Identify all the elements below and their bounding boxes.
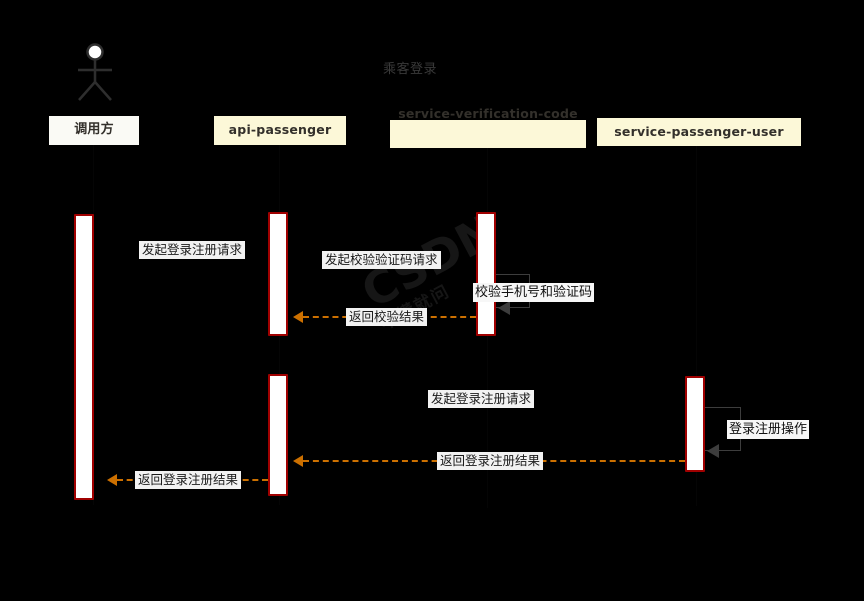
message-arrowhead-m7 (293, 455, 303, 467)
participant-service-verification-code[interactable]: service-verification-code (390, 106, 586, 148)
participant-service-verification-code-label: service-verification-code (398, 106, 578, 121)
lifeline-service-passenger-user (696, 146, 697, 506)
message-label-m4: 返回校验结果 (346, 308, 428, 326)
diagram-title: 乘客登录 (382, 62, 437, 77)
message-label-m1: 发起登录注册请求 (139, 241, 246, 259)
participant-service-passenger-user[interactable]: service-passenger-user (597, 118, 801, 146)
message-label-m2: 发起校验验证码请求 (322, 251, 441, 269)
activation-api-passenger-2 (268, 374, 288, 496)
activation-api-passenger-1 (268, 212, 288, 336)
message-arrowhead-m8 (107, 474, 117, 486)
message-label-m5: 发起登录注册请求 (428, 390, 535, 408)
activation-service-verification-code (476, 212, 496, 336)
message-label-m8: 返回登录注册结果 (135, 471, 242, 489)
activation-service-passenger-user (685, 376, 705, 472)
message-label-m6: 登录注册操作 (727, 420, 810, 439)
message-label-m3: 校验手机号和验证码 (473, 283, 595, 302)
actor-icon (70, 42, 120, 104)
self-message-arrow-m3 (498, 301, 510, 315)
participant-api-passenger-label: api-passenger (228, 122, 332, 137)
message-label-m7: 返回登录注册结果 (437, 452, 544, 470)
self-message-arrow-m6 (707, 444, 719, 458)
participant-caller[interactable]: 调用方 (49, 116, 139, 145)
activation-caller (74, 214, 94, 500)
participant-service-passenger-user-label: service-passenger-user (614, 124, 784, 139)
participant-caller-label: 调用方 (74, 122, 114, 137)
message-arrowhead-m4 (293, 311, 303, 323)
participant-api-passenger[interactable]: api-passenger (214, 116, 346, 145)
